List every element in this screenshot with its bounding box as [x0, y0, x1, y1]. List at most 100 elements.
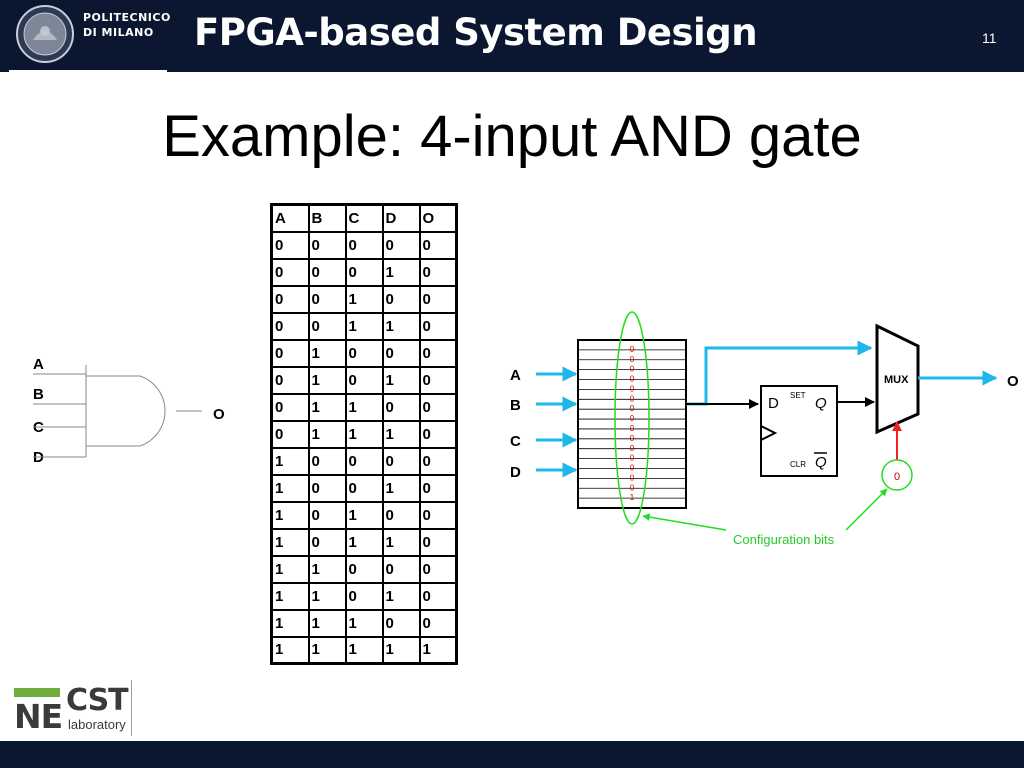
flipflop-d-label: D [768, 395, 779, 412]
table-cell: 0 [418, 257, 458, 287]
necst-logo-lab: laboratory [68, 717, 126, 732]
table-cell: 0 [344, 473, 384, 503]
table-cell: 0 [270, 419, 310, 449]
table-cell: 1 [270, 473, 310, 503]
table-cell: 0 [307, 473, 347, 503]
table-cell: 0 [270, 365, 310, 395]
lut-config-bit: 0 [630, 345, 635, 354]
table-cell: 1 [344, 392, 384, 422]
table-cell: 0 [270, 230, 310, 260]
lut-config-bit: 1 [630, 493, 635, 502]
table-cell: 0 [418, 419, 458, 449]
table-cell: 0 [418, 500, 458, 530]
table-cell: 1 [270, 635, 310, 665]
table-cell: 0 [344, 365, 384, 395]
table-cell: 1 [270, 608, 310, 638]
table-cell: 1 [381, 311, 421, 341]
table-cell: 0 [381, 230, 421, 260]
table-cell: 0 [344, 446, 384, 476]
table-cell: 0 [270, 311, 310, 341]
table-cell: 1 [381, 257, 421, 287]
course-title: FPGA-based System Design [194, 11, 758, 54]
config-bits-highlight [614, 311, 650, 525]
table-cell: 1 [307, 338, 347, 368]
table-cell: 0 [381, 284, 421, 314]
table-cell: 0 [270, 338, 310, 368]
table-cell: 0 [270, 392, 310, 422]
flipflop-set-label: SET [790, 391, 806, 400]
footer-divider [131, 680, 132, 736]
table-cell: 0 [344, 230, 384, 260]
table-cell: 0 [418, 446, 458, 476]
university-name: POLITECNICO DI MILANO [83, 10, 171, 40]
and-input-label-b: B [33, 386, 44, 403]
table-cell: 0 [307, 257, 347, 287]
table-cell: 1 [270, 554, 310, 584]
table-cell: 1 [344, 527, 384, 557]
config-callout-arrow-mux [845, 488, 888, 531]
table-cell: 0 [418, 554, 458, 584]
lut-input-label-c: C [510, 433, 521, 450]
config-callout-arrow-lut [642, 513, 727, 531]
lut-output-label: O [1007, 373, 1019, 390]
necst-logo-ne: NE [14, 697, 63, 736]
table-cell: 0 [344, 581, 384, 611]
table-cell: 1 [307, 554, 347, 584]
table-cell: 0 [270, 284, 310, 314]
and-gate-body [86, 375, 166, 447]
lut-config-bit: 0 [630, 404, 635, 413]
necst-logo-cst: CST [66, 683, 129, 718]
table-cell: 0 [418, 311, 458, 341]
table-cell: 1 [307, 608, 347, 638]
table-cell: 1 [270, 446, 310, 476]
mux-select-bit-value: 0 [894, 471, 900, 483]
table-cell: 0 [418, 527, 458, 557]
flipflop-clock-icon [760, 425, 778, 441]
table-cell: 0 [381, 338, 421, 368]
config-bits-label: Configuration bits [733, 532, 835, 547]
lut-config-bit: 0 [630, 483, 635, 492]
necst-logo: NE CST laboratory [14, 683, 132, 736]
table-cell: 0 [418, 473, 458, 503]
table-cell: 0 [381, 608, 421, 638]
table-cell: 1 [344, 419, 384, 449]
lut-config-bit: 0 [630, 444, 635, 453]
table-cell: 0 [344, 257, 384, 287]
university-line-1: POLITECNICO [83, 11, 171, 24]
lut-config-bit: 0 [630, 394, 635, 403]
mux-select-config-bit [881, 459, 913, 491]
column-header-a: A [270, 203, 310, 233]
mux-label: MUX [884, 374, 909, 386]
table-cell: 0 [381, 446, 421, 476]
table-cell: 1 [307, 365, 347, 395]
table-cell: 0 [381, 500, 421, 530]
table-cell: 0 [307, 527, 347, 557]
table-cell: 0 [381, 392, 421, 422]
table-cell: 0 [381, 554, 421, 584]
lut-memory-outline [577, 339, 687, 509]
mux [875, 323, 920, 435]
table-cell: 1 [307, 392, 347, 422]
slide-number: 11 [982, 30, 997, 46]
lut-input-label-a: A [510, 367, 521, 384]
table-cell: 1 [307, 635, 347, 665]
table-cell: 1 [381, 419, 421, 449]
table-cell: 1 [270, 581, 310, 611]
lut-config-bit: 0 [630, 375, 635, 384]
table-cell: 1 [307, 419, 347, 449]
lut-config-bit: 0 [630, 424, 635, 433]
slide-title: Example: 4-input AND gate [162, 104, 862, 169]
necst-logo-bar [14, 688, 60, 697]
lut-config-bit: 0 [630, 414, 635, 423]
